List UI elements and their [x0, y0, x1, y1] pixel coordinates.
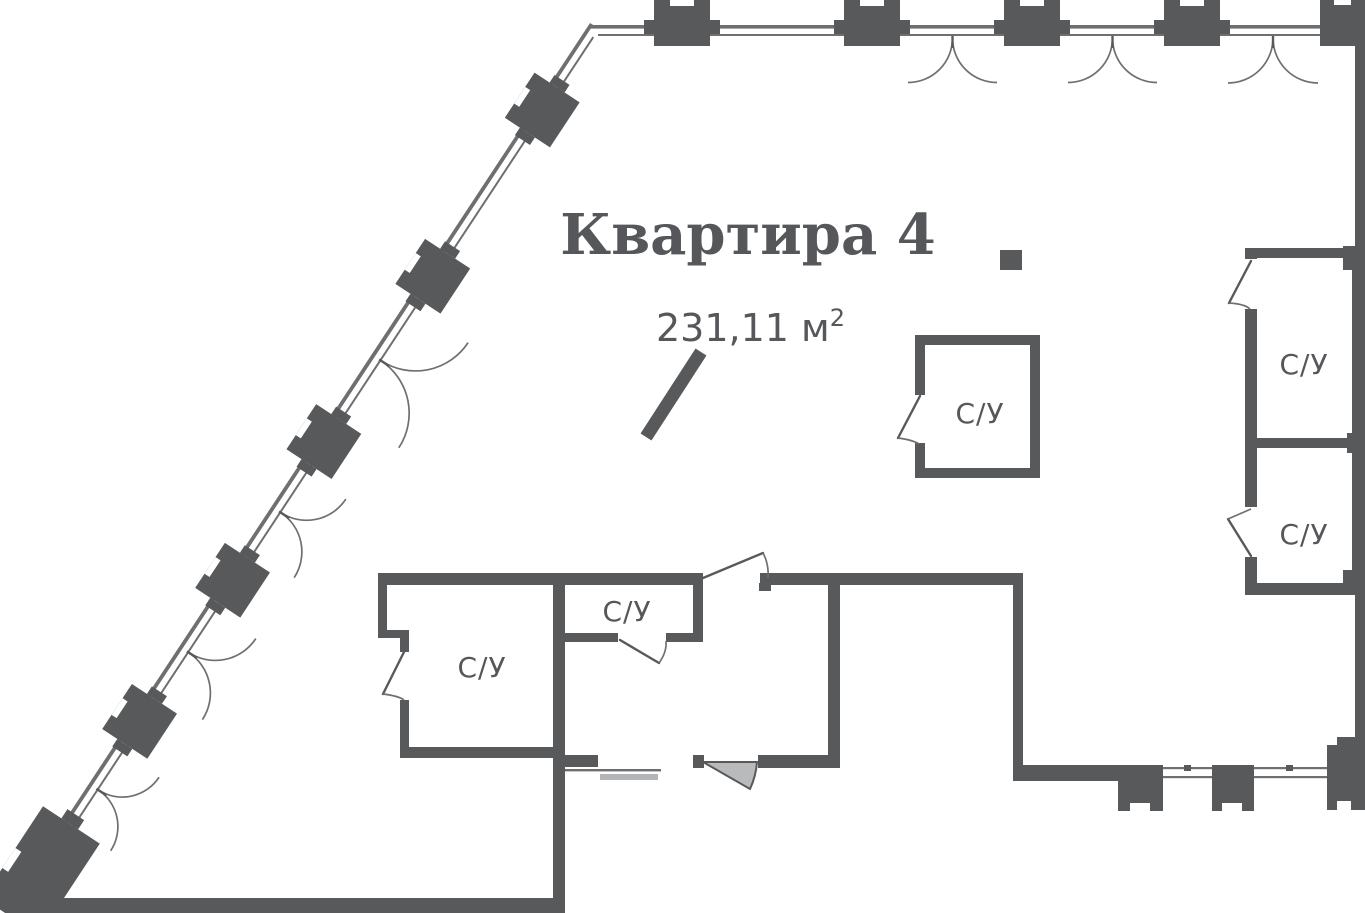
room-label-bathroom-hall: С/У	[602, 595, 651, 628]
french-door	[378, 342, 469, 449]
french-door	[1227, 36, 1319, 84]
door-swing	[1226, 508, 1253, 558]
outer-wall-right	[1355, 45, 1365, 750]
column	[504, 72, 580, 148]
column	[1118, 765, 1163, 811]
column	[102, 683, 178, 759]
door-swing	[381, 650, 406, 701]
column-freestanding	[1000, 250, 1022, 270]
column	[1212, 765, 1254, 811]
column	[1154, 0, 1230, 46]
french-door	[278, 498, 347, 579]
window	[1163, 765, 1212, 779]
partition-walls-lower	[378, 551, 1023, 913]
french-door	[907, 36, 998, 84]
outer-wall-top	[590, 25, 1365, 36]
scale-mark	[640, 348, 707, 441]
column	[994, 0, 1070, 46]
column-row-top	[644, 0, 1365, 46]
plan-title: Квартира 4	[560, 202, 935, 268]
french-door	[95, 776, 160, 852]
door-swing	[618, 638, 667, 665]
column	[195, 542, 270, 618]
room-label-bathroom-right-top: С/У	[1279, 348, 1328, 381]
column-corner-top-right	[1320, 0, 1365, 46]
plan-area: 231,11 м2	[656, 304, 845, 350]
column	[395, 238, 471, 314]
room-label-bathroom-center: С/У	[955, 397, 1004, 430]
column-corner-bottom-left	[0, 806, 100, 913]
column	[834, 0, 910, 46]
room-label-bathroom-right-bottom: С/У	[1279, 518, 1328, 551]
outer-wall-bottom-left	[50, 898, 565, 913]
bathroom-center-walls	[896, 335, 1040, 478]
bathroom-right-block	[1226, 246, 1365, 595]
french-door	[186, 638, 257, 721]
french-door	[1067, 36, 1158, 84]
door-swing	[1227, 259, 1253, 310]
column	[286, 404, 362, 479]
room-label-bathroom-left: С/У	[457, 651, 506, 684]
window	[1254, 765, 1327, 779]
column	[644, 0, 720, 46]
door-swing	[701, 551, 769, 580]
column-corner-bottom-right	[1327, 737, 1365, 810]
outer-wall-diagonal	[0, 22, 595, 913]
outer-wall-bottom-right	[1013, 737, 1365, 811]
entry-door	[699, 761, 759, 791]
door-swing	[896, 394, 922, 445]
